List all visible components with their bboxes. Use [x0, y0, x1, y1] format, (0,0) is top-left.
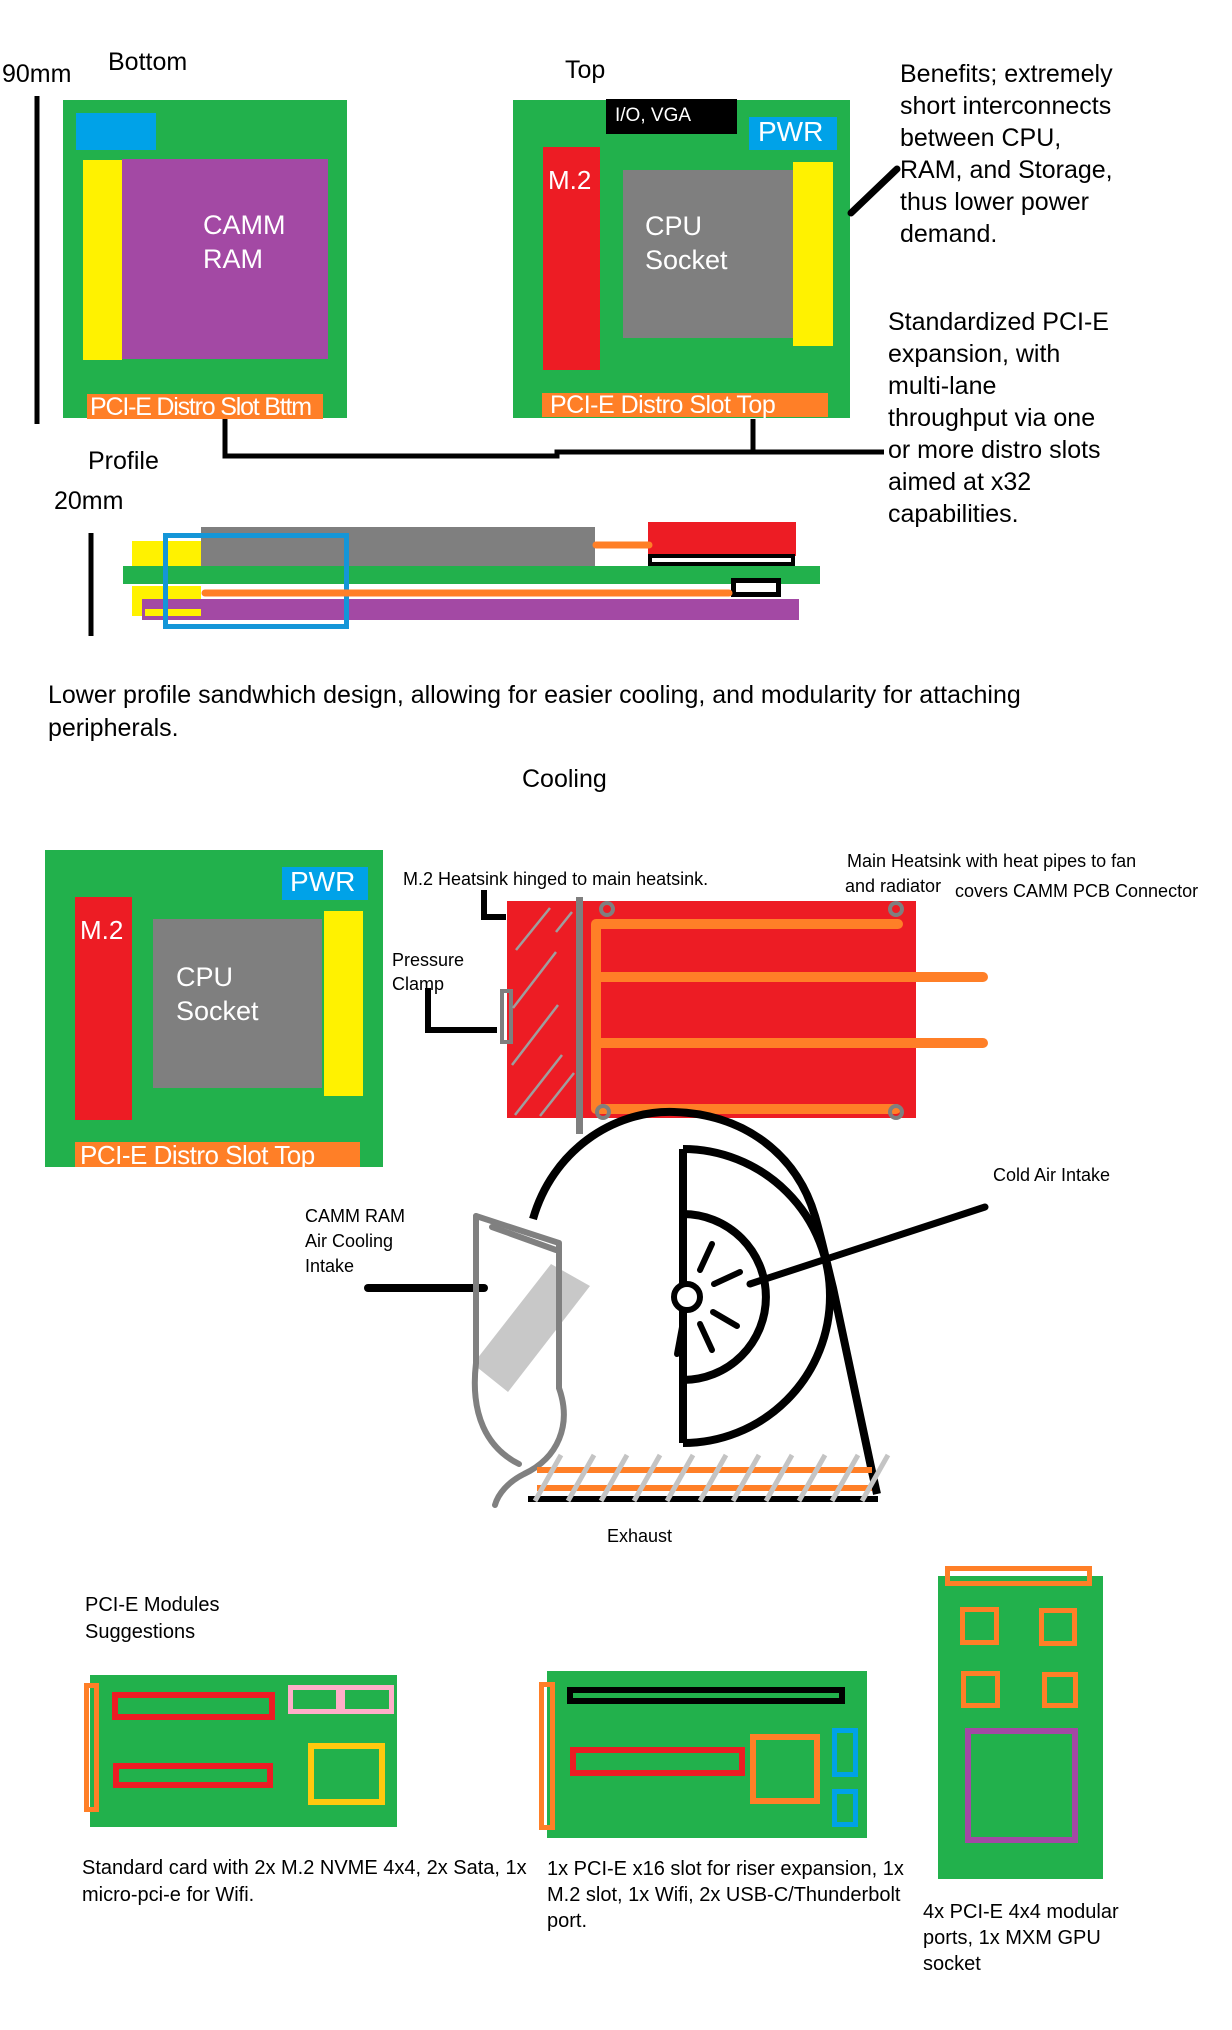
blower-fan-drawing — [529, 1107, 881, 1495]
bottom-board-pwr-block — [76, 113, 156, 150]
pressure-clamp-label: Pressure Clamp — [392, 950, 465, 994]
card2-wifi-module — [750, 1734, 820, 1804]
bottom-board-connector-strip — [83, 160, 122, 360]
sandwich-note-text: Lower profile sandwhich design, allowing… — [48, 681, 1021, 742]
card3-top-connector — [945, 1566, 1092, 1586]
card1-wifi-module — [308, 1743, 385, 1805]
top-board-pwr-label: PWR — [758, 116, 824, 147]
main-heatsink-label-line1: Main Heatsink with heat pipes to fan — [847, 851, 1137, 871]
card1-sata-port-2 — [340, 1685, 394, 1714]
profile-camm-bar — [142, 599, 799, 620]
fan-blade-ticks — [674, 1241, 743, 1357]
io-vga-label: I/O, VGA — [615, 105, 692, 126]
camm-intake-label: CAMM RAM Air Cooling Intake — [305, 1206, 405, 1276]
intake-duct-drawing — [471, 1213, 590, 1508]
cooling-distro-slot-label: PCI-E Distro Slot Top — [80, 1140, 315, 1170]
grille-hatch-lines — [532, 1453, 891, 1503]
cooling-board-pwr-label: PWR — [290, 866, 356, 897]
card1-m2-slot-1 — [112, 1692, 275, 1720]
m2-heatsink-label: M.2 Heatsink hinged to main heatsink. — [403, 869, 709, 889]
card3-caption: 4x PCI-E 4x4 modular ports, 1x MXM GPU s… — [923, 1901, 1119, 1975]
bottom-distro-slot-label: PCI-E Distro Slot Bttm — [90, 393, 312, 421]
cold-air-pointer-line — [746, 1203, 989, 1288]
top-board-connector-strip — [793, 162, 833, 346]
main-heatsink-label-line2a: and radiator — [845, 876, 942, 896]
fan-outer-circle — [682, 1145, 834, 1447]
fan-inner-circle — [682, 1210, 770, 1384]
cold-air-intake-label: Cold Air Intake — [993, 1165, 1111, 1185]
bottom-view-title: Bottom — [108, 48, 188, 76]
card2-edge-connector — [539, 1682, 555, 1830]
height-dimension-label: 90mm — [2, 60, 72, 88]
card1-edge-connector — [84, 1683, 99, 1812]
cooling-distro-slot-bar — [75, 1142, 360, 1167]
top-distro-slot-label: PCI-E Distro Slot Top — [550, 391, 776, 419]
heatsink-hinge-bar — [576, 897, 583, 1134]
profile-small-module — [731, 578, 781, 597]
cooling-board-m2-label: M.2 — [80, 915, 124, 945]
profile-connector-tab — [145, 609, 201, 616]
exhaust-label: Exhaust — [607, 1526, 673, 1546]
card1-caption: Standard card with 2x M.2 NVME 4x4, 2x S… — [82, 1857, 527, 1906]
benefits-pointer-line — [847, 165, 901, 217]
fan-casing-outline — [529, 1107, 881, 1495]
fan-hub — [671, 1281, 703, 1313]
camm-ram-block — [122, 159, 328, 359]
card2-caption: 1x PCI-E x16 slot for riser expansion, 1… — [547, 1858, 904, 1932]
profile-radiator-bar — [648, 554, 795, 566]
card3-pcie-port-4 — [1042, 1672, 1078, 1708]
profile-title: Profile — [88, 447, 159, 475]
main-heatsink-body — [507, 901, 916, 1118]
top-board-pwr-block — [749, 117, 837, 150]
bottom-distro-slot-bar — [87, 394, 323, 419]
cooling-board-pwr-block — [282, 867, 368, 900]
cpu-socket-label: CPU Socket — [645, 211, 728, 275]
card3-pcie-port-1 — [960, 1607, 999, 1645]
profile-pcb-bar — [123, 566, 820, 584]
card1-sata-port-1 — [288, 1685, 341, 1714]
expansion-text: Standardized PCI-E expansion, with multi… — [888, 308, 1109, 528]
thickness-dimension-label: 20mm — [54, 487, 124, 515]
card2-usbc-port-2 — [832, 1789, 858, 1827]
cooling-board-m2-strip — [75, 897, 132, 1120]
card2-usbc-port-1 — [832, 1728, 858, 1777]
main-heatsink-label-line2b: covers CAMM PCB Connector — [955, 881, 1199, 901]
cooling-board-cpu-block — [153, 919, 322, 1088]
top-board-m2-label: M.2 — [548, 165, 592, 195]
modules-heading: PCI-E Modules Suggestions — [85, 1594, 220, 1643]
distro-slot-pointer-line — [222, 419, 884, 459]
profile-highlight-outline — [163, 533, 349, 629]
cpu-socket-block — [623, 170, 797, 338]
camm-ram-label: CAMM RAM — [203, 210, 286, 274]
m2-heatsink-pointer-line — [481, 890, 506, 920]
card3-pcie-port-2 — [1039, 1608, 1077, 1646]
cooling-board-cpu-label: CPU Socket — [176, 962, 259, 1026]
cooling-board-connector-strip — [324, 911, 363, 1096]
benefits-text: Benefits; extremely short interconnects … — [900, 60, 1113, 248]
duct-shading — [473, 1264, 590, 1392]
cooling-section-title: Cooling — [522, 765, 607, 793]
profile-heatsink-block — [648, 522, 796, 556]
io-vga-block — [606, 99, 737, 134]
exhaust-grille — [528, 1453, 891, 1503]
top-board-m2-strip — [543, 147, 600, 370]
top-distro-slot-bar — [542, 393, 828, 417]
card1-m2-slot-2 — [113, 1763, 273, 1788]
card2-m2-slot — [570, 1747, 745, 1776]
card3-pcie-port-3 — [961, 1671, 1000, 1708]
card2-pcie-x16-slot — [567, 1687, 845, 1704]
card3-mxm-gpu-socket — [965, 1728, 1078, 1843]
top-view-title: Top — [565, 56, 606, 84]
